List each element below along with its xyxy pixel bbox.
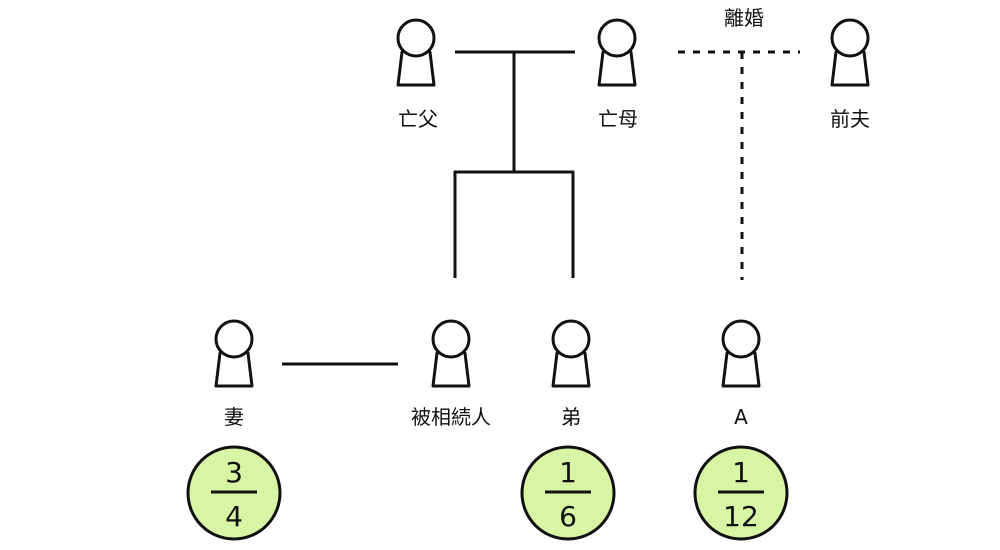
share-badge-person-a: 1 12 <box>693 445 789 541</box>
person-icon-decedent <box>431 319 471 388</box>
share-badge-wife: 3 4 <box>186 445 282 541</box>
label-wife: 妻 <box>224 405 244 429</box>
share-numerator-younger-brother: 1 <box>559 456 577 489</box>
share-denominator-wife: 4 <box>225 500 243 533</box>
person-icon-former-husband <box>830 18 870 87</box>
share-numerator-wife: 3 <box>225 456 243 489</box>
share-denominator-person-a: 12 <box>723 500 759 533</box>
share-denominator-younger-brother: 6 <box>559 500 577 533</box>
person-icons <box>214 18 870 388</box>
label-former-husband: 前夫 <box>830 107 870 131</box>
person-icon-deceased-mother <box>597 18 637 87</box>
person-labels: 亡父 亡母 前夫 離婚 妻 被相続人 弟 A <box>224 6 870 429</box>
share-badge-younger-brother: 1 6 <box>520 445 616 541</box>
label-divorce: 離婚 <box>724 6 764 30</box>
label-decedent: 被相続人 <box>411 405 491 429</box>
label-deceased-father: 亡父 <box>398 107 438 131</box>
person-icon-wife <box>214 319 254 388</box>
person-icon-deceased-father <box>396 18 436 87</box>
person-icon-person-a <box>721 319 761 388</box>
relationship-lines <box>282 50 800 366</box>
label-younger-brother: 弟 <box>561 405 581 429</box>
person-icon-younger-brother <box>551 319 591 388</box>
label-deceased-mother: 亡母 <box>598 107 638 131</box>
share-numerator-person-a: 1 <box>732 456 750 489</box>
label-person-a: A <box>734 405 748 429</box>
